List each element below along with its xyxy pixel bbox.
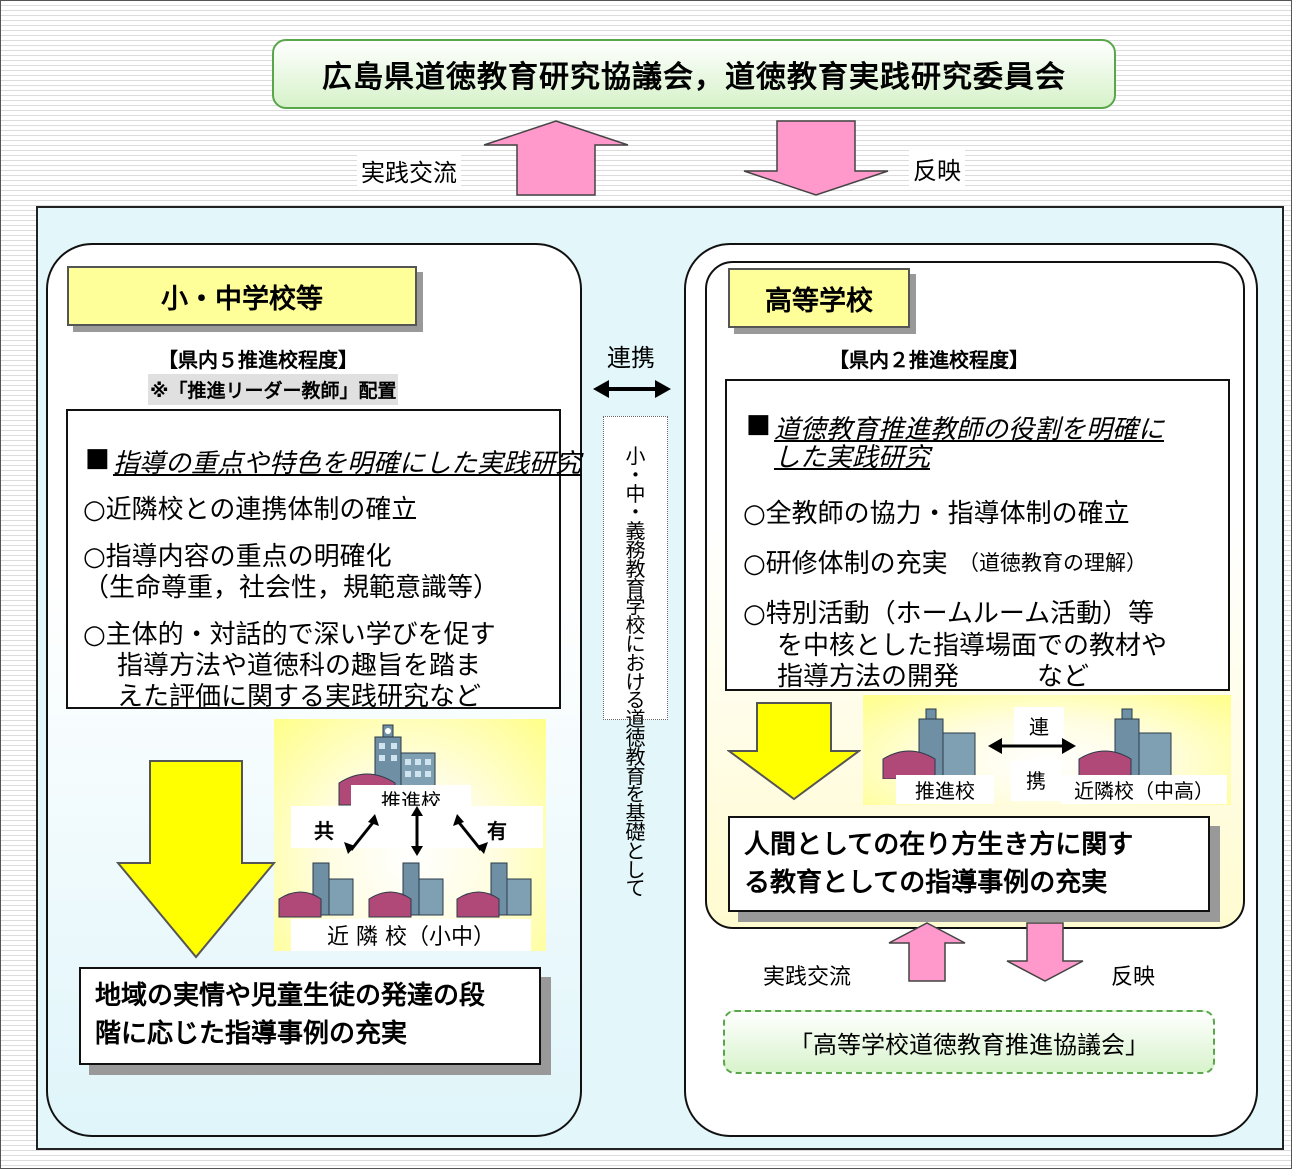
vertical-char: る [625,688,646,713]
hs-council-box: 「高等学校道徳教育推進協議会」 [723,1010,1215,1074]
center-link-label: 連携 [607,344,655,372]
vertical-char: 礎 [625,819,646,844]
right-result-line1: 人間としての在り方生き方に関す [744,830,1134,860]
center-vertical-box: 小・中・義務教育学校における道徳教育を基礎として [603,416,668,898]
double-arrow-icon [593,380,671,398]
right-link-2: 携 [1011,761,1061,801]
left-content-box [66,409,561,709]
right-link-1: 連 [1014,707,1064,747]
right-item-3: ○特別活動（ホームルーム活動）等 [743,599,1155,629]
vertical-char: に [625,631,646,656]
right-item-2-note: （道徳教育の理解） [958,551,1147,575]
right-panel-title: 高等学校 [728,268,910,328]
left-title-text: 小・中学校等 [161,283,323,315]
bottom-up-arrow-icon [887,723,967,783]
right-result-box: 人間としての在り方生き方に関す る教育としての指導事例の充実 [728,816,1210,912]
right-double-arrow-icon [988,738,1076,754]
promo-school-building-icon [882,708,976,779]
bottom-up-pink-arrow-icon [888,922,966,982]
vertical-char: て [625,876,646,901]
left-result-box: 地域の実情や児童生徒の発達の段 階に応じた指導事例の充実 [79,967,541,1065]
neighbor-school-building-icon [1078,708,1172,779]
share-arrows-icon [344,806,488,856]
right-neighbor-label: 近隣校（中高） [1061,775,1227,804]
vertical-char: 中 [625,481,646,506]
left-item-2-sub: （生命尊重，社会性，規範意識等） [83,573,500,603]
vertical-char: 教 [625,744,646,769]
vertical-char: 教 [625,556,646,581]
bottom-down-pink-arrow-icon [1006,922,1084,982]
right-item-3-line3: 指導方法の開発 など [777,662,1090,692]
left-item-2: ○指導内容の重点の明確化 [83,542,392,572]
vertical-char: 学 [625,594,646,619]
right-heading-mark: ■ [746,409,771,439]
vertical-char: 育 [625,763,646,788]
right-heading-line2: した実践研究 [774,443,931,473]
vertical-char: 基 [625,801,646,826]
bottom-practice-exchange-label: 実践交流 [763,965,852,990]
up-arrow-icon [483,120,629,196]
vertical-char: 務 [625,537,646,562]
right-result-line2: る教育としての指導事例の充実 [744,868,1108,898]
bottom-reflection-label: 反映 [1111,965,1156,990]
top-council-box: 広島県道徳教育研究協議会，道徳教育実践研究委員会 [272,39,1116,109]
right-item-2: ○研修体制の充実 [743,549,948,579]
left-yellow-down-arrow-icon [116,760,276,959]
right-yellow-down-arrow-icon [727,702,861,801]
left-result-line2: 階に応じた指導事例の充実 [95,1019,408,1049]
right-item-1: ○全教師の協力・指導体制の確立 [743,499,1130,529]
vertical-char: 校 [625,613,646,638]
right-content-box [725,379,1230,691]
left-result-line1: 地域の実情や児童生徒の発達の段 [95,981,486,1011]
left-heading: 指導の重点や特色を明確にした実践研究 [113,449,582,479]
right-heading-line1: 道徳教育推進教師の役割を明確に [774,415,1165,445]
center-vertical-text: 小・中・義務教育学校における道徳教育を基礎として [604,417,667,898]
vertical-char: を [625,782,646,807]
top-reflection-label: 反映 [909,149,965,188]
vertical-char: ・ [625,500,646,525]
left-sub2: ※「推進リーダー教師」配置 [148,374,399,405]
vertical-char: ・ [625,462,646,487]
hs-council-label: 「高等学校道徳教育推進協議会」 [789,1030,1149,1059]
left-sub1: 【県内５推進校程度】 [158,348,358,372]
vertical-char: 育 [625,575,646,600]
left-item-3-line3: えた評価に関する実践研究など [117,682,482,712]
vertical-char: 義 [625,519,646,544]
left-item-3-line2: 指導方法や道徳科の趣旨を踏ま [117,651,482,681]
vertical-char: と [625,838,646,863]
right-sub1: 【県内２推進校程度】 [829,348,1029,372]
left-share-2: 有 [487,819,507,843]
vertical-char: 徳 [625,725,646,750]
vertical-char: し [625,857,646,882]
top-practice-exchange-label: 実践交流 [357,151,461,190]
vertical-char: 道 [625,707,646,732]
down-arrow-icon [743,120,889,196]
left-item-3: ○主体的・対話的で深い学びを促す [83,620,496,650]
left-item-1: ○近隣校との連携体制の確立 [83,495,418,525]
right-promo-school-label: 推進校 [896,775,994,804]
top-council-title: 広島県道徳教育研究協議会，道徳教育実践研究委員会 [322,60,1066,95]
vertical-char: お [625,650,646,675]
right-title-text: 高等学校 [765,285,873,317]
left-panel-title: 小・中学校等 [67,266,417,326]
vertical-char: け [625,669,646,694]
left-heading-mark: ■ [85,443,110,473]
neighbor-schools-icon [278,862,532,918]
left-share-1: 共 [314,819,334,843]
vertical-char: 小 [625,444,646,468]
right-item-3-line2: を中核とした指導場面での教材や [777,631,1168,661]
left-neighbor-label: 近 隣 校（小中） [291,919,531,951]
